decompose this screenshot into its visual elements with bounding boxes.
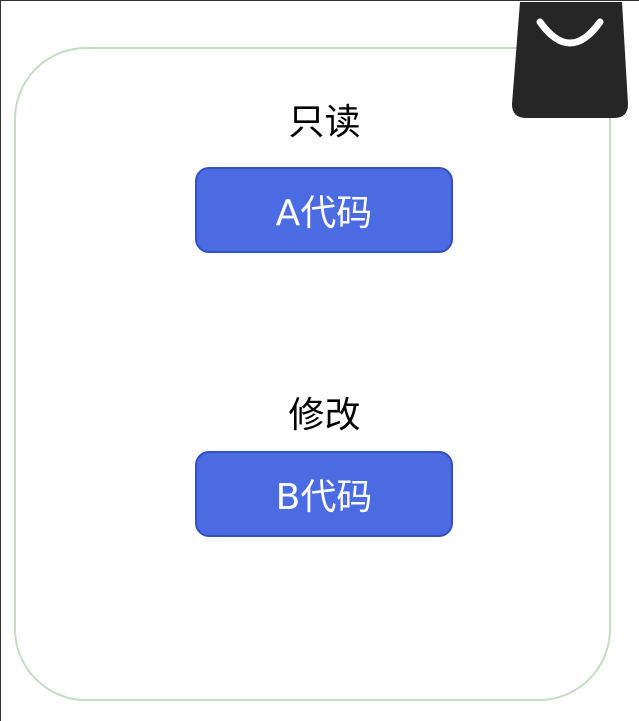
modify-label: 修改 [288, 395, 361, 436]
shopping-bag-icon [512, 2, 628, 118]
code-a-box: A代码 [195, 167, 453, 253]
code-b-box: B代码 [195, 451, 453, 537]
rounded-container [14, 47, 611, 701]
readonly-label: 只读 [288, 102, 361, 143]
